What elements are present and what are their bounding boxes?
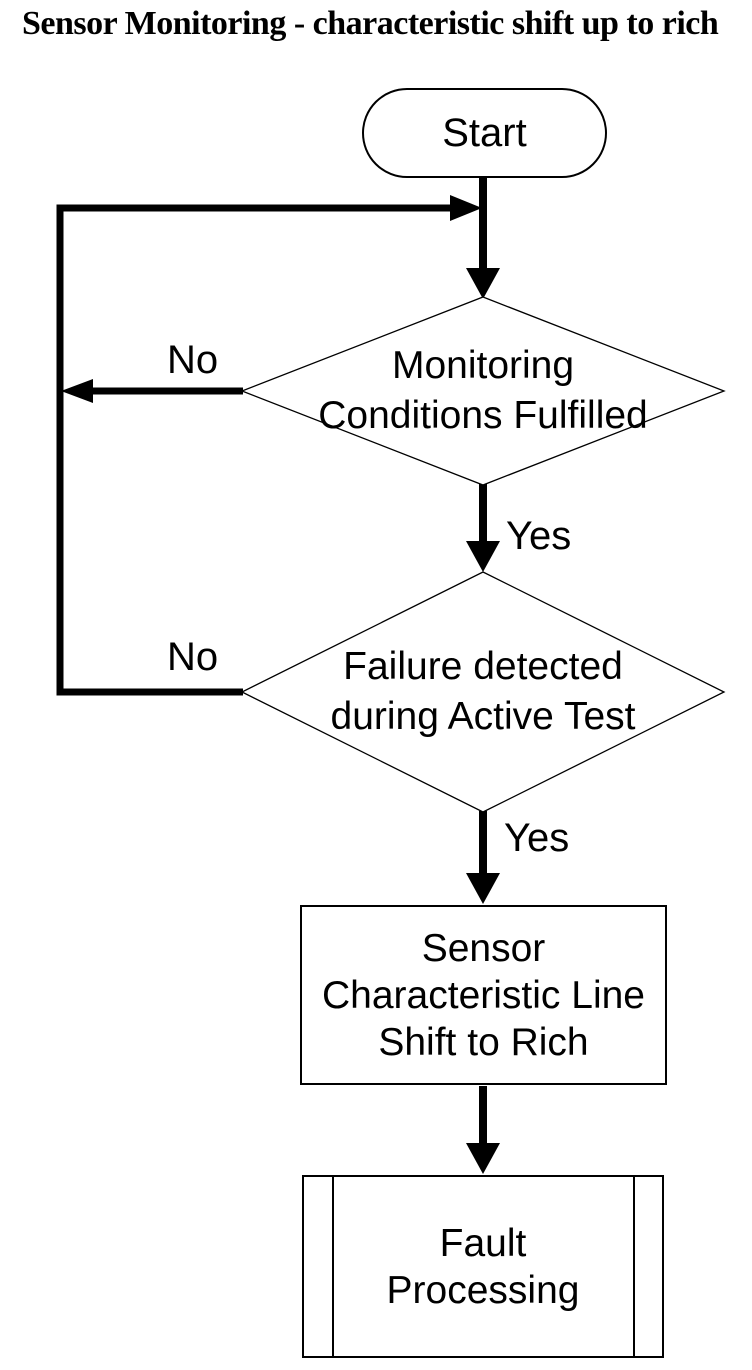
process-sensor-shift-line2: Characteristic Line — [322, 973, 645, 1017]
process-sensor-shift-line1: Sensor — [421, 926, 546, 970]
start-to-monitoring-arrowhead-down-icon — [466, 268, 500, 299]
edge-label-failure-no: No — [167, 635, 219, 679]
monitoring-no-arrowhead-left-icon — [61, 379, 93, 403]
process-fault-line2: Processing — [386, 1268, 580, 1312]
loopback-arrowhead-right-icon — [450, 195, 482, 221]
predefined-process-left-bar — [332, 1177, 334, 1356]
process-sensor-shift-line3: Shift to Rich — [378, 1020, 589, 1064]
process-sensor-shift-node: Sensor Characteristic Line Shift to Rich — [300, 905, 667, 1085]
process-fault-line1: Fault — [439, 1221, 527, 1265]
edge-label-failure-yes: Yes — [504, 816, 570, 860]
start-label: Start — [442, 110, 527, 155]
loopback-connector — [56, 204, 452, 696]
decision-monitoring-shape — [240, 296, 726, 486]
predefined-process-right-bar — [633, 1177, 635, 1356]
edge-label-monitoring-no: No — [167, 338, 219, 382]
process-fault-node: Fault Processing — [302, 1175, 664, 1358]
failure-yes-arrowhead-down-icon — [466, 873, 500, 904]
monitoring-yes-arrowhead-down-icon — [466, 541, 500, 572]
sensor-to-fault-arrowhead-down-icon — [466, 1143, 500, 1174]
start-node: Start — [362, 88, 607, 178]
diagram-title: Sensor Monitoring - characteristic shift… — [22, 5, 719, 42]
decision-failure-shape — [240, 571, 726, 813]
edge-label-monitoring-yes: Yes — [506, 514, 572, 558]
